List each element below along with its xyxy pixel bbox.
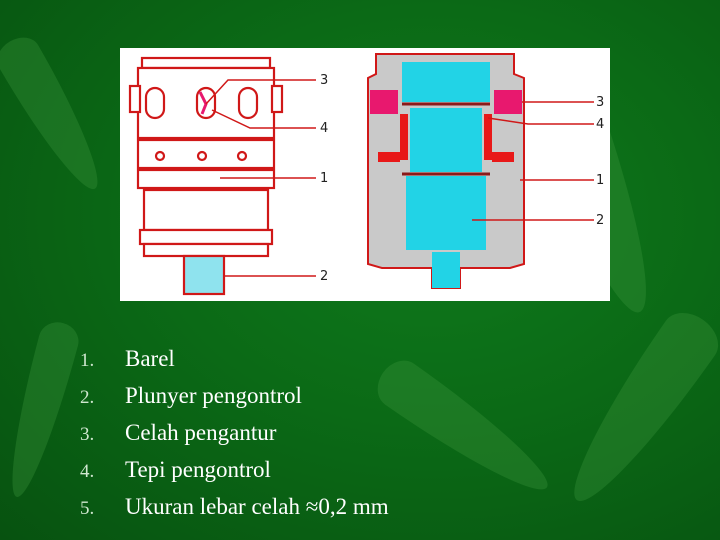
legend-number: 3. xyxy=(80,424,95,445)
right-callout-3: 3 xyxy=(596,95,604,110)
legend-text: Plunyer pengontrol xyxy=(125,383,302,408)
barrel-port-left xyxy=(144,86,166,120)
plunger-lower-section xyxy=(406,176,486,250)
left-callout-lines xyxy=(205,79,316,277)
legend-text: Barel xyxy=(125,346,175,371)
right-spill-hole xyxy=(492,152,514,162)
right-callout-1: 1 xyxy=(596,173,604,188)
barrel-exterior-view xyxy=(128,56,284,296)
legend-item: 3. Celah pengantur xyxy=(80,414,389,451)
parts-legend-list: 1. Barel 2. Plunyer pengontrol 3. Celah pen… xyxy=(80,340,389,525)
right-control-edge xyxy=(484,114,492,160)
left-callout-3: 3 xyxy=(320,73,328,88)
right-callout-4: 4 xyxy=(596,117,604,132)
legend-item: 1. Barel xyxy=(80,340,389,377)
background-leaf xyxy=(368,352,562,508)
right-callout-2: 2 xyxy=(596,213,604,228)
left-callout-1: 1 xyxy=(320,171,328,186)
legend-text: Celah pengantur xyxy=(125,420,277,445)
right-port-highlight xyxy=(494,90,522,114)
barrel-small-hole xyxy=(236,150,248,162)
barrel-port-right xyxy=(237,86,259,120)
legend-item: 4. Tepi pengontrol xyxy=(80,451,389,488)
left-callout-4: 4 xyxy=(320,121,328,136)
legend-number: 5. xyxy=(80,498,95,519)
pump-barrel-diagram: 3 4 1 2 3 4 xyxy=(120,48,610,301)
barrel-cross-section xyxy=(367,53,525,289)
legend-number: 1. xyxy=(80,350,95,371)
plunger-stem-exterior xyxy=(182,254,226,296)
left-control-edge xyxy=(400,114,408,160)
legend-text: Tepi pengontrol xyxy=(125,457,271,482)
diagram-svg: 3 4 1 2 3 4 xyxy=(128,53,604,296)
legend-item: 5. Ukuran lebar celah ≈0,2 mm xyxy=(80,488,389,525)
plunger-middle-section xyxy=(410,108,482,172)
plunger-stem-section xyxy=(432,252,460,288)
left-port-highlight xyxy=(370,90,398,114)
barrel-small-hole xyxy=(154,150,166,162)
barrel-bottom-ring xyxy=(142,242,270,258)
background-leaf xyxy=(552,302,720,518)
background-leaf xyxy=(0,317,83,503)
left-spill-hole xyxy=(378,152,400,162)
barrel-right-lug xyxy=(270,84,284,114)
barrel-lower-body xyxy=(142,188,270,232)
left-callout-2: 2 xyxy=(320,269,328,284)
legend-number: 2. xyxy=(80,387,95,408)
barrel-left-lug xyxy=(128,84,142,114)
barrel-collar xyxy=(136,168,276,190)
background-leaf xyxy=(0,30,115,200)
legend-text: Ukuran lebar celah ≈0,2 mm xyxy=(125,494,389,519)
plunger-upper-section xyxy=(402,62,490,102)
barrel-top-rim xyxy=(140,56,272,70)
right-callout-lines xyxy=(472,101,594,221)
legend-item: 2. Plunyer pengontrol xyxy=(80,377,389,414)
barrel-small-hole xyxy=(196,150,208,162)
legend-number: 4. xyxy=(80,461,95,482)
barrel-lower-ring xyxy=(138,228,274,246)
